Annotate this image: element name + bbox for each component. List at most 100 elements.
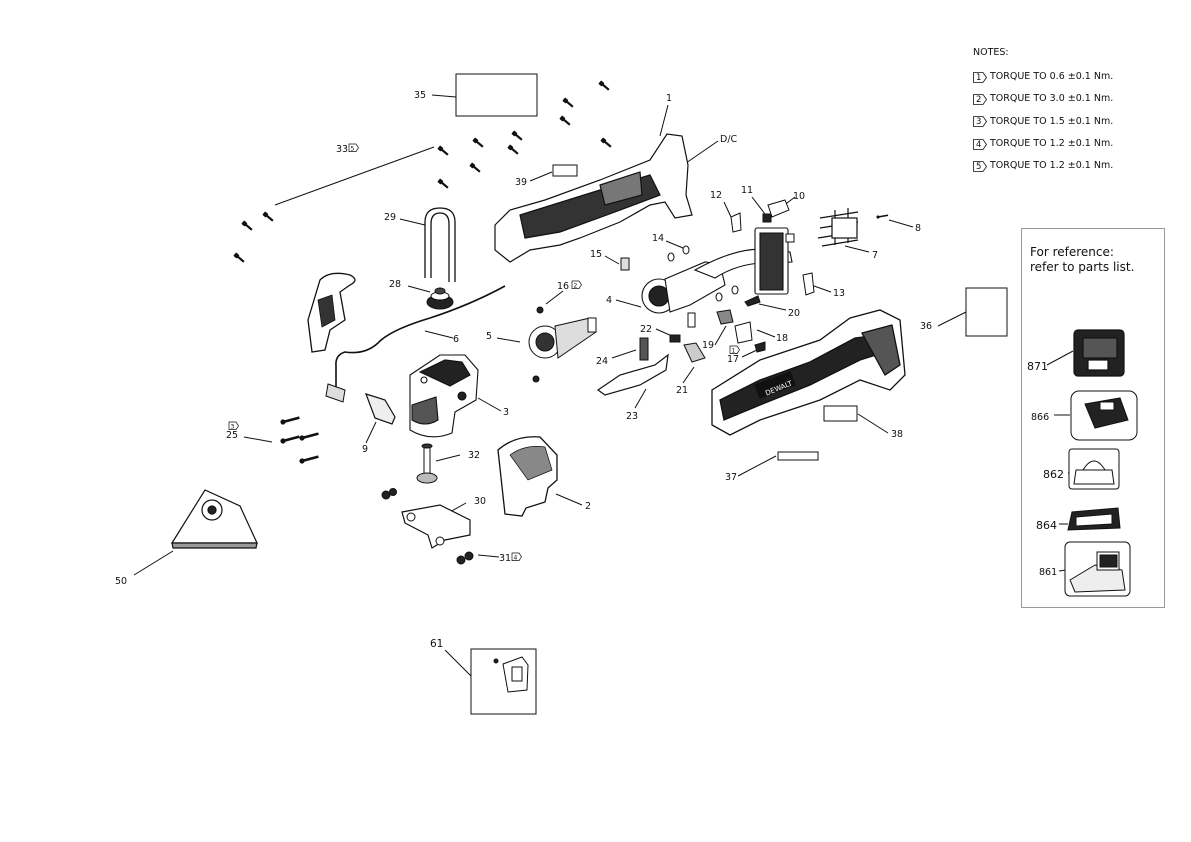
callout-9: 9 bbox=[362, 444, 368, 455]
callout-12: 12 bbox=[710, 190, 722, 201]
part-2-detail bbox=[509, 446, 553, 481]
note-row-2: 2 TORQUE TO 3.0 ±0.1 Nm. bbox=[973, 88, 1113, 110]
callout-19: 19 bbox=[702, 340, 714, 351]
part-7-bracket bbox=[817, 208, 859, 247]
callout-23: 23 bbox=[626, 411, 638, 422]
reference-line-1: For reference: bbox=[1030, 245, 1114, 259]
callout-14: 14 bbox=[652, 233, 664, 244]
note-flag-5: 5 bbox=[973, 160, 987, 172]
callout-17: 17 bbox=[727, 354, 739, 365]
callout-25: 25 bbox=[226, 430, 238, 441]
part-6-connector bbox=[325, 383, 346, 403]
part-3-gear-housing bbox=[409, 354, 479, 438]
callout-16: 16 bbox=[557, 281, 569, 292]
note-text-5: TORQUE TO 1.2 ±0.1 Nm. bbox=[990, 160, 1114, 172]
note-row-3: 3 TORQUE TO 1.5 ±0.1 Nm. bbox=[973, 111, 1113, 133]
note-number-5: 5 bbox=[976, 161, 982, 172]
callout-10: 10 bbox=[793, 191, 805, 202]
callout-labels: 1 D/C 2 3 4 5 6 7 8 9 10 11 12 13 14 15 … bbox=[115, 90, 1064, 650]
callout-866: 866 bbox=[1031, 412, 1049, 423]
accessory-861-case bbox=[1064, 541, 1131, 597]
callout-50: 50 bbox=[115, 576, 127, 587]
note-flag-1: 1 bbox=[973, 71, 987, 83]
part-side-cover-detail bbox=[317, 294, 336, 328]
reference-panel: For reference: refer to parts list. bbox=[1021, 228, 1165, 608]
callout-31: 31 bbox=[499, 553, 511, 564]
torque-flag-31: 4 bbox=[511, 552, 522, 562]
callout-38: 38 bbox=[891, 429, 903, 440]
callout-18: 18 bbox=[776, 333, 788, 344]
part-8-screw bbox=[875, 212, 890, 220]
accessory-864-case-insert bbox=[1067, 507, 1121, 531]
callout-24: 24 bbox=[596, 356, 608, 367]
callout-15: 15 bbox=[590, 249, 602, 260]
callout-871: 871 bbox=[1027, 360, 1048, 373]
torque-flag-17-num: 1 bbox=[732, 348, 736, 355]
callout-32: 32 bbox=[468, 450, 480, 461]
note-text-4: TORQUE TO 1.2 ±0.1 Nm. bbox=[990, 137, 1114, 149]
callout-2: 2 bbox=[585, 501, 591, 512]
motor-small-parts bbox=[620, 199, 815, 363]
callout-6: 6 bbox=[453, 334, 459, 345]
torque-flag-33: 5 bbox=[348, 143, 359, 153]
torque-flag-33-num: 5 bbox=[351, 146, 355, 153]
torque-flag-25: 3 bbox=[228, 421, 239, 431]
note-number-1: 1 bbox=[976, 72, 982, 83]
callout-dc: D/C bbox=[720, 134, 738, 145]
callout-37: 37 bbox=[725, 472, 737, 483]
part-61-detail bbox=[493, 656, 529, 693]
torque-flag-17: 1 bbox=[729, 345, 740, 355]
note-flag-3: 3 bbox=[973, 116, 987, 127]
callout-35: 35 bbox=[414, 90, 426, 101]
note-row-1: 1 TORQUE TO 0.6 ±0.1 Nm. bbox=[973, 66, 1113, 88]
torque-flag-16-num: 2 bbox=[574, 283, 578, 290]
note-row-4: 4 TORQUE TO 1.2 ±0.1 Nm. bbox=[973, 133, 1113, 155]
callout-39: 39 bbox=[515, 177, 527, 188]
callout-30: 30 bbox=[474, 496, 486, 507]
callout-7: 7 bbox=[872, 250, 878, 261]
callout-21: 21 bbox=[676, 385, 688, 396]
note-number-4: 4 bbox=[976, 139, 982, 150]
note-text-2: TORQUE TO 3.0 ±0.1 Nm. bbox=[990, 93, 1114, 105]
part-29-u-bracket bbox=[424, 207, 456, 282]
callout-20: 20 bbox=[788, 308, 800, 319]
part-30-hole-b bbox=[435, 536, 445, 546]
part-1-housing-half bbox=[494, 133, 693, 263]
part-50-sanding-pad bbox=[170, 489, 258, 549]
note-text-3: TORQUE TO 1.5 ±0.1 Nm. bbox=[990, 115, 1114, 127]
callout-861: 861 bbox=[1039, 567, 1057, 578]
label-boxes bbox=[455, 73, 1008, 715]
part-4-motor bbox=[641, 227, 793, 314]
torque-flag-16: 2 bbox=[571, 280, 582, 290]
leader-lines bbox=[133, 94, 1074, 677]
note-flag-4: 4 bbox=[973, 138, 987, 150]
notes-block: NOTES: 1 TORQUE TO 0.6 ±0.1 Nm. 2 TORQUE… bbox=[973, 46, 1113, 177]
accessory-866 bbox=[1070, 390, 1138, 441]
callout-13: 13 bbox=[833, 288, 845, 299]
callout-1: 1 bbox=[666, 93, 672, 104]
callout-36: 36 bbox=[920, 321, 932, 332]
part-31-screws bbox=[381, 488, 474, 565]
callout-5: 5 bbox=[486, 331, 492, 342]
callout-28: 28 bbox=[389, 279, 401, 290]
part-9-switch bbox=[365, 393, 396, 425]
callout-11: 11 bbox=[741, 185, 753, 196]
callout-33: 33 bbox=[336, 144, 348, 155]
accessory-871-battery bbox=[1073, 329, 1125, 377]
note-text-1: TORQUE TO 0.6 ±0.1 Nm. bbox=[990, 71, 1114, 82]
accessory-862-bag bbox=[1068, 448, 1120, 490]
callout-61: 61 bbox=[430, 638, 443, 650]
note-flag-2: 2 bbox=[973, 94, 987, 105]
callout-4: 4 bbox=[606, 295, 612, 306]
part-23-link bbox=[596, 353, 669, 396]
callout-3: 3 bbox=[503, 407, 509, 418]
torque-flag-31-num: 4 bbox=[514, 555, 518, 562]
callout-864: 864 bbox=[1036, 519, 1057, 532]
part-main-housing bbox=[711, 309, 906, 436]
part-32-spindle bbox=[416, 443, 438, 484]
part-5-armature bbox=[528, 306, 597, 383]
note-number-3: 3 bbox=[976, 117, 982, 128]
notes-heading: NOTES: bbox=[973, 47, 1009, 58]
part-6-cable bbox=[335, 285, 506, 388]
